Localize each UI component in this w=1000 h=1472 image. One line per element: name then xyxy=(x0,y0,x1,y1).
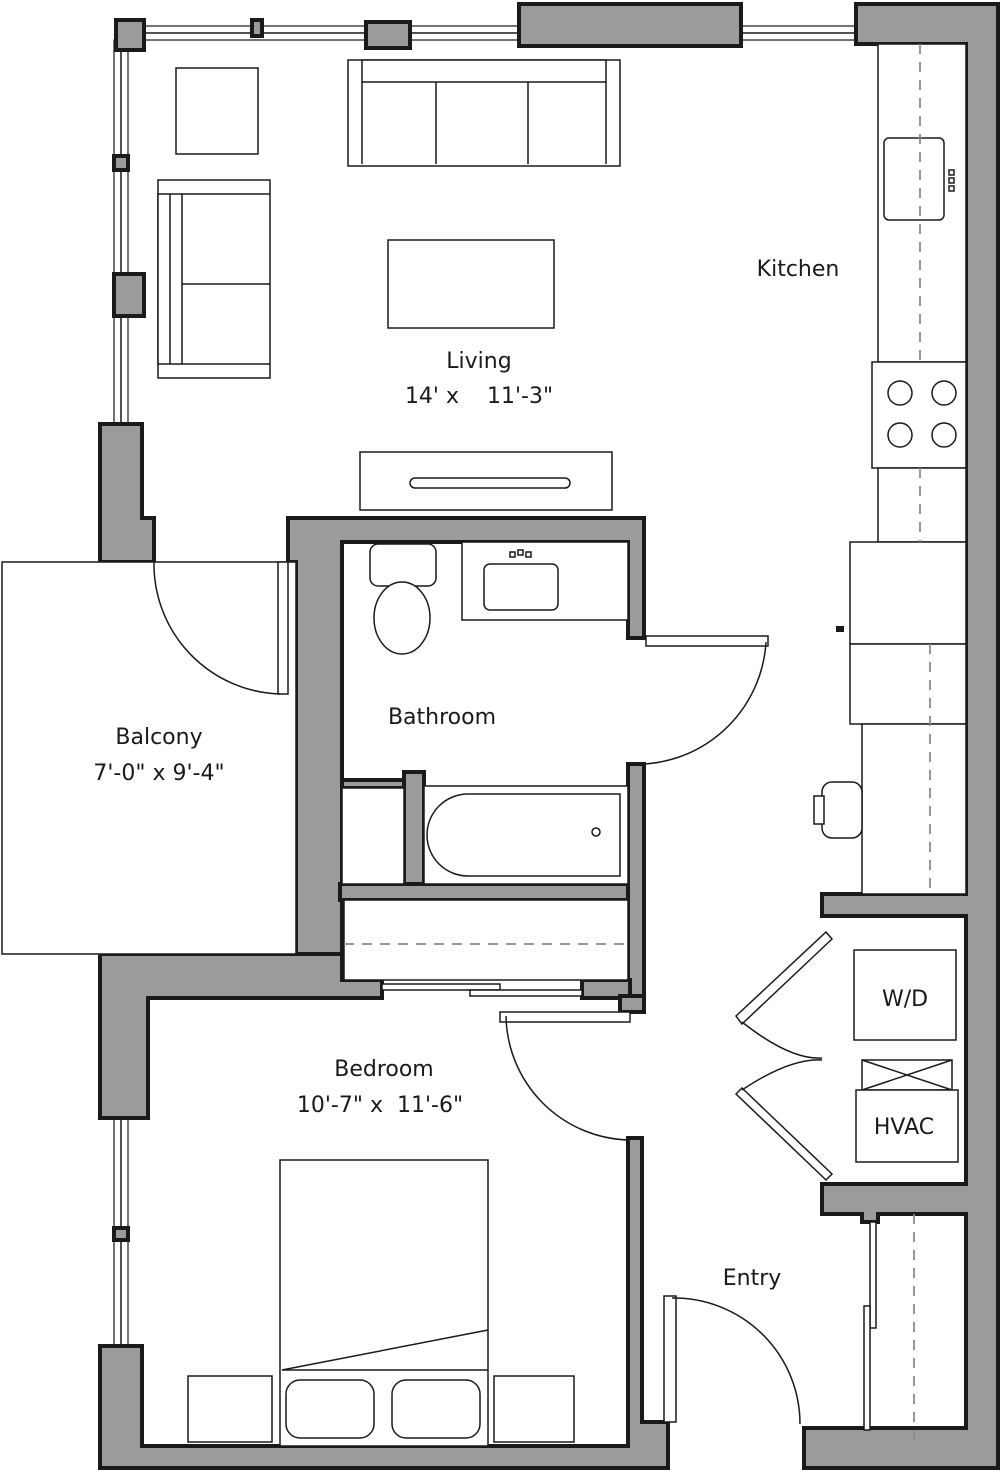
living-label: Living xyxy=(446,349,511,374)
sofa xyxy=(347,59,621,167)
bedroom-closet xyxy=(343,899,629,981)
kitchen-label: Kitchen xyxy=(757,257,840,282)
nightstand-left xyxy=(187,1375,273,1443)
washer-dryer xyxy=(853,949,957,1041)
side-table xyxy=(175,67,259,155)
bathtub xyxy=(423,785,629,885)
refrigerator xyxy=(836,541,967,725)
coffee-table xyxy=(387,239,555,329)
entry-label: Entry xyxy=(723,1266,782,1291)
range xyxy=(871,361,967,469)
bathroom-fixtures xyxy=(341,541,629,885)
balcony-slab xyxy=(1,561,297,955)
hvac-unit xyxy=(855,1059,959,1163)
toilet xyxy=(369,543,437,655)
living-size: 14' x 11'-3" xyxy=(405,384,553,409)
doors xyxy=(153,561,877,1431)
loveseat xyxy=(157,179,271,379)
bathroom-label: Bathroom xyxy=(388,705,496,730)
walls xyxy=(98,2,1000,1470)
balcony-label: Balcony xyxy=(115,725,202,750)
room-labels: Living 14' x 11'-3" Kitchen Bathroom Bal… xyxy=(93,257,934,1291)
bedroom-label: Bedroom xyxy=(334,1057,434,1082)
bed xyxy=(187,1159,575,1447)
nightstand-right xyxy=(493,1375,575,1443)
kitchen-sink xyxy=(883,137,945,221)
balcony-size: 7'-0" x 9'-4" xyxy=(93,761,224,786)
kitchen-fixtures xyxy=(813,43,967,895)
laundry-closet xyxy=(853,949,959,1163)
vanity xyxy=(461,541,629,621)
tv-console xyxy=(359,451,613,511)
hvac-label: HVAC xyxy=(874,1115,934,1140)
living-furniture xyxy=(157,59,621,511)
bar-stool xyxy=(813,781,863,839)
bedroom-size: 10'-7" x 11'-6" xyxy=(297,1093,463,1118)
laundry-label: W/D xyxy=(882,987,928,1012)
